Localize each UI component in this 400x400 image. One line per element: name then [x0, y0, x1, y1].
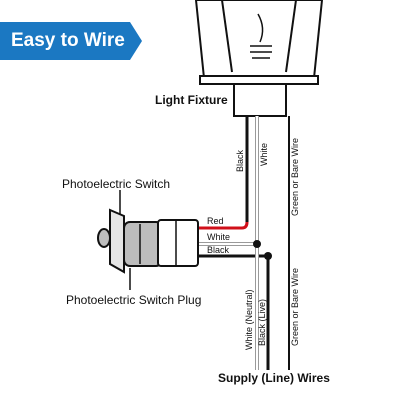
- badge-shape: [0, 22, 142, 60]
- fixture-black-wire-label: Black: [235, 149, 245, 172]
- supply-black-live-label: Black (Live): [257, 299, 267, 346]
- supply-wires: [255, 244, 270, 370]
- photoelectric-switch-label: Photoelectric Switch: [62, 177, 170, 191]
- white-wire-label: White: [207, 232, 230, 242]
- supply-wires-label: Supply (Line) Wires: [218, 371, 330, 385]
- black-junction-dot: [264, 252, 272, 260]
- badge-text: Easy to Wire: [11, 30, 125, 51]
- photoelectric-switch-icon: [97, 208, 163, 274]
- supply-ground-wire-label: Green or Bare Wire: [290, 268, 300, 346]
- red-wire-label: Red: [207, 216, 224, 226]
- photoelectric-switch-plug-icon: [157, 219, 199, 267]
- fixture-ground-wire-label: Green or Bare Wire: [290, 138, 300, 216]
- white-junction-dot: [253, 240, 261, 248]
- fixture-wires: [245, 116, 290, 370]
- black-wire-label: Black: [207, 245, 230, 255]
- light-fixture-icon: [194, 0, 324, 117]
- light-fixture-label: Light Fixture: [155, 93, 228, 107]
- photoelectric-switch-plug-label: Photoelectric Switch Plug: [66, 293, 201, 307]
- fixture-white-wire-label: White: [259, 143, 269, 166]
- easy-to-wire-badge: Easy to Wire: [0, 22, 142, 60]
- supply-white-neutral-label: White (Neutral): [244, 289, 254, 350]
